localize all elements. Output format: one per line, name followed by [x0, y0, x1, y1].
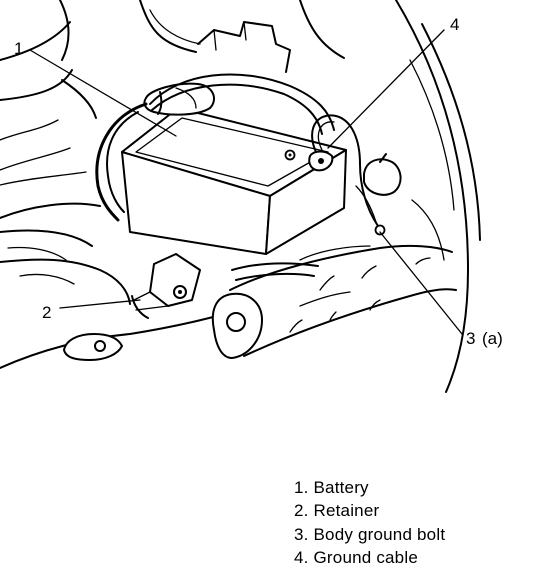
battery [121, 82, 347, 319]
engine-bay-body [0, 0, 481, 393]
callout-3: 3 [466, 329, 475, 348]
callout-3-suffix: (a) [482, 329, 503, 348]
legend: 1. Battery 2. Retainer 3. Body ground bo… [294, 478, 445, 567]
legend-item-body-ground-bolt: 3. Body ground bolt [294, 525, 445, 544]
callout-4: 4 [450, 15, 459, 34]
legend-item-retainer: 2. Retainer [294, 501, 379, 520]
callout-1: 1 [14, 39, 23, 58]
legend-item-ground-cable: 4. Ground cable [294, 548, 418, 567]
callout-2: 2 [42, 303, 51, 322]
legend-item-battery: 1. Battery [294, 478, 369, 497]
leader-lines [29, 29, 463, 335]
cables [95, 73, 402, 281]
